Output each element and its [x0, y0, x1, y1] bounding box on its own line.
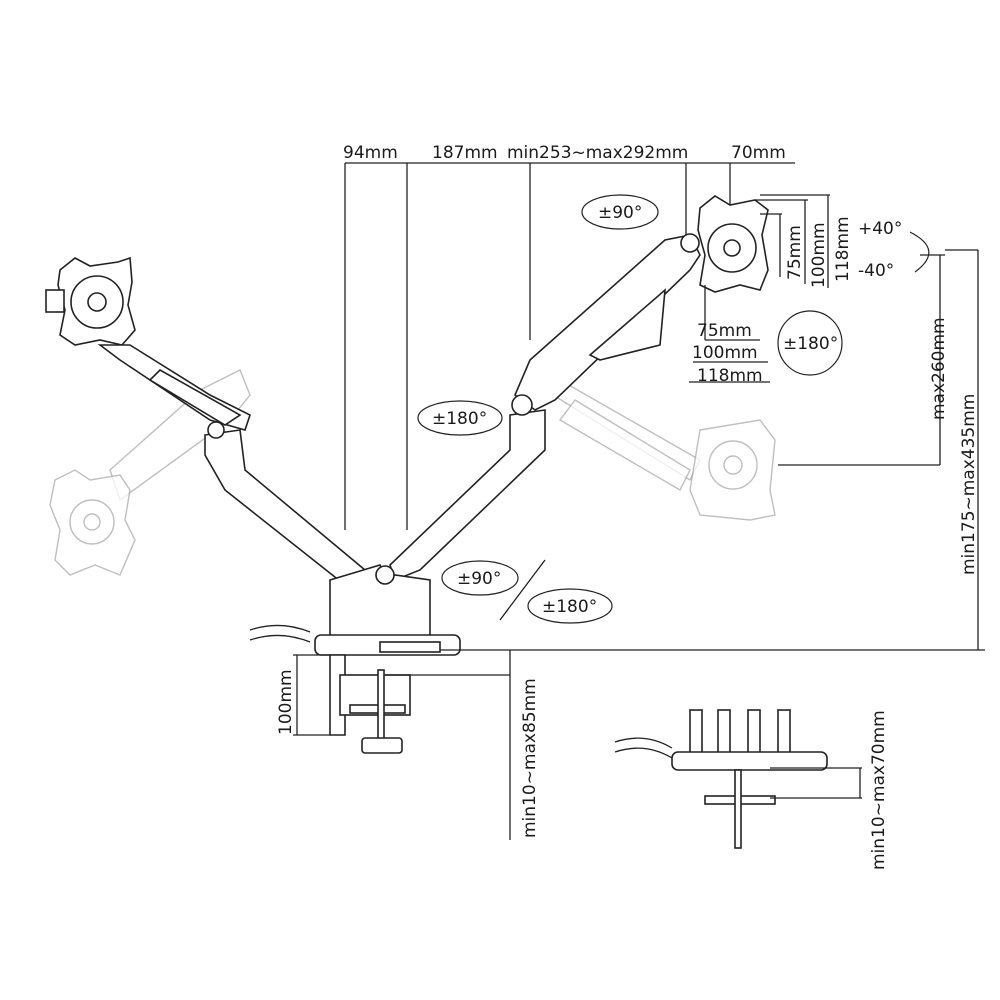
vesa-v118: 118mm: [833, 216, 853, 282]
rotation-markers: [417, 194, 930, 624]
tilt-down: -40°: [858, 261, 894, 281]
rotation-head-180: ±180°: [783, 334, 838, 354]
ghost-right-arm: [543, 379, 776, 521]
left-arm: [45, 256, 367, 587]
vesa-v75: 75mm: [785, 225, 805, 280]
vesa-h118: 118mm: [697, 366, 763, 386]
grommet-inset: [614, 709, 828, 849]
dim-arm-range: min253~max292mm: [507, 143, 688, 163]
grommet-range-label: min10~max70mm: [869, 710, 889, 870]
tilt-up: +40°: [858, 219, 902, 239]
vesa-h100: 100mm: [692, 343, 758, 363]
clamp-range-label: min10~max85mm: [520, 678, 540, 838]
rotation-arm-180: ±180°: [432, 409, 487, 429]
dim-187mm: 187mm: [432, 143, 498, 163]
rotation-pivot-180: ±180°: [542, 597, 597, 617]
dim-70mm: 70mm: [731, 143, 786, 163]
height-range-label: min175~max435mm: [959, 394, 979, 575]
vesa-v100: 100mm: [809, 222, 829, 288]
dimension-lines: [293, 162, 985, 840]
rotation-base-90: ±90°: [457, 569, 501, 589]
clamp-height-label: 100mm: [276, 669, 296, 735]
rotation-head-90: ±90°: [598, 203, 642, 223]
base-clamp: [249, 564, 461, 754]
max-height-label: max260mm: [929, 317, 949, 420]
right-arm: [389, 195, 769, 582]
dim-94mm: 94mm: [343, 143, 398, 163]
vesa-h75: 75mm: [697, 321, 752, 341]
